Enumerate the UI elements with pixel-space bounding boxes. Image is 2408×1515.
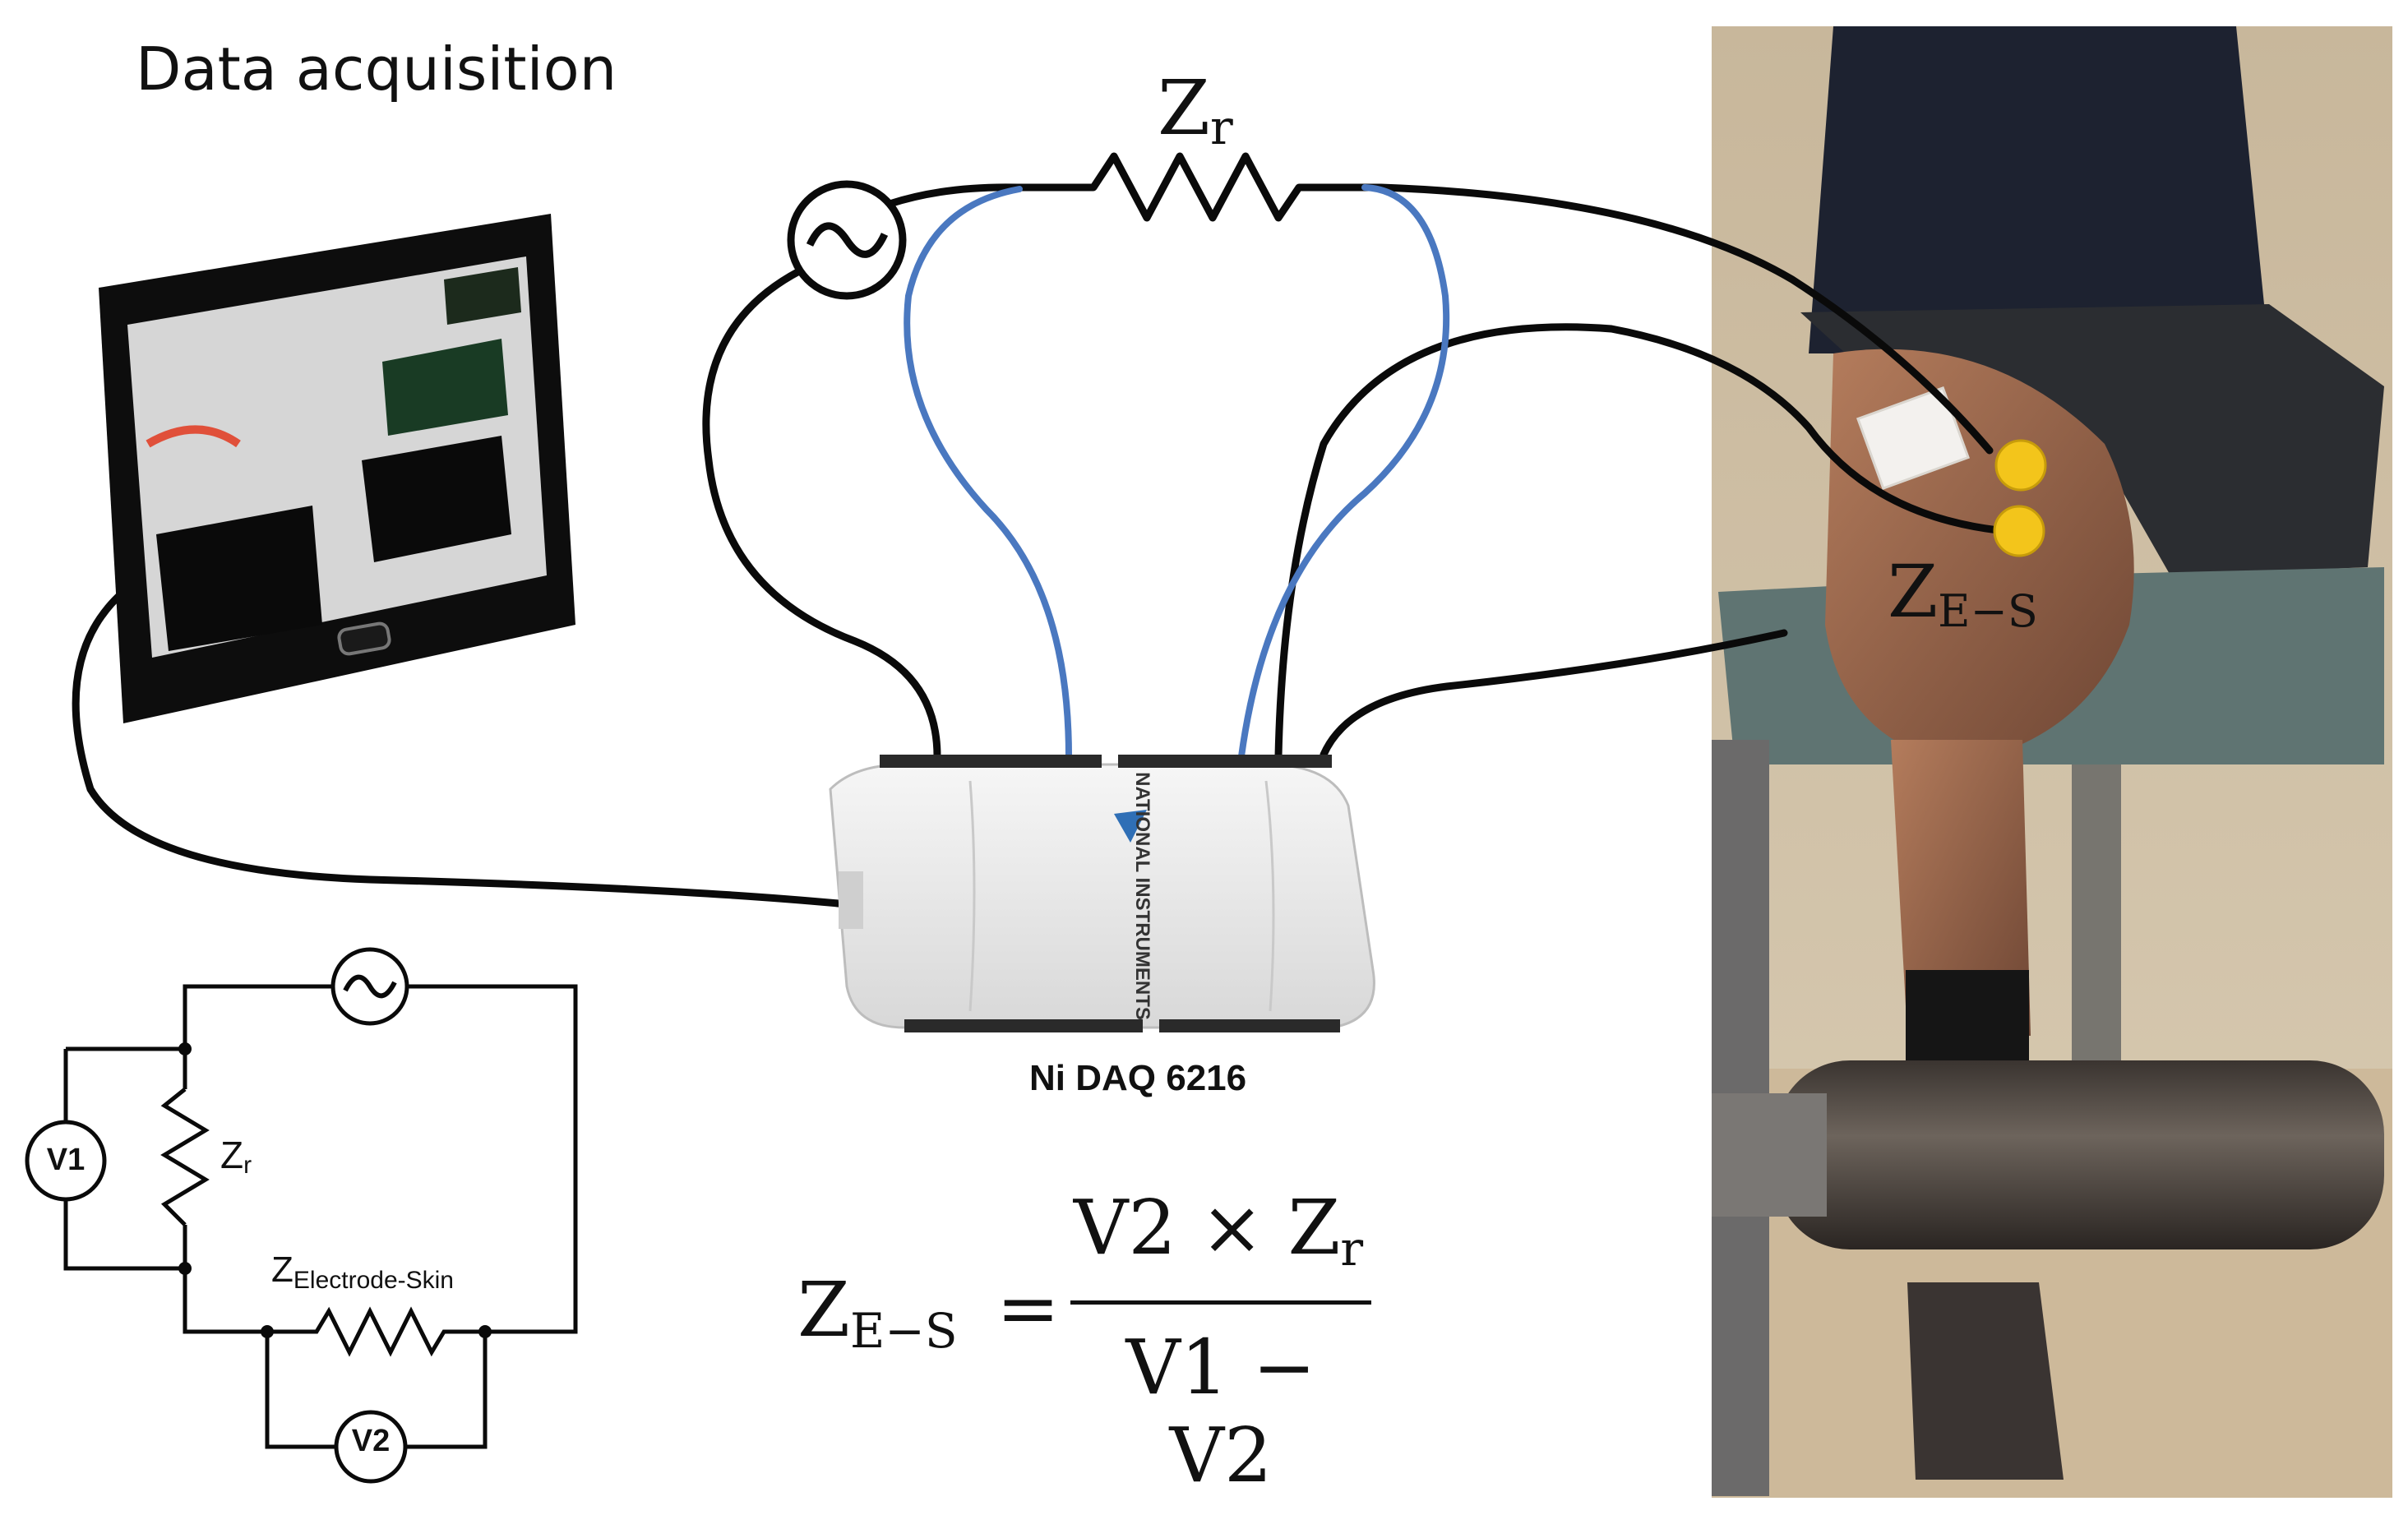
resistor-top xyxy=(1090,152,1302,222)
schematic-zr-base: Z xyxy=(220,1134,244,1176)
schematic-nodes xyxy=(178,1042,492,1338)
page-title: Data acquisition xyxy=(136,35,617,104)
schematic-v2-meter xyxy=(334,1410,408,1484)
subject-photo xyxy=(1712,26,2392,1498)
electrode-impedance-label: ZE−S xyxy=(1888,549,2038,637)
formula-equals: = xyxy=(996,1264,1061,1352)
schematic-v1-meter xyxy=(25,1120,107,1202)
black-wires xyxy=(72,183,2010,908)
ac-source-top xyxy=(787,180,907,300)
daq-caption: Ni DAQ 6216 xyxy=(1029,1058,1247,1098)
daq-device: NATIONAL INSTRUMENTS xyxy=(829,755,1375,1032)
schematic-v2-label: V2 xyxy=(351,1424,391,1458)
resistor-label-sub: r xyxy=(1209,99,1233,155)
schematic-zr-sub: r xyxy=(243,1152,252,1179)
schematic-zes-base: Z xyxy=(271,1249,293,1290)
impedance-formula: ZE−S = V2 × Zr V1 − V2 xyxy=(797,1184,1389,1499)
schematic-zr-label: Zr xyxy=(220,1133,252,1179)
formula-lhs-sub: E−S xyxy=(849,1303,958,1359)
formula-denominator: V1 − V2 xyxy=(1125,1323,1316,1499)
formula-lhs-base: Z xyxy=(797,1266,850,1354)
daq-brand-text: NATIONAL INSTRUMENTS xyxy=(1131,772,1153,1020)
electrode-upper xyxy=(1994,439,2047,492)
schematic-zes-resistor xyxy=(267,1306,485,1357)
schematic xyxy=(63,984,578,1449)
electrode-lower xyxy=(1993,505,2045,557)
schematic-zes-label: ZElectrode-Skin xyxy=(271,1249,454,1294)
schematic-ac-source xyxy=(330,947,409,1026)
schematic-v1-label: V1 xyxy=(46,1143,86,1177)
electrode-label-sub: E−S xyxy=(1938,585,2038,637)
resistor-label-base: Z xyxy=(1158,64,1210,152)
blue-wires xyxy=(904,184,1450,760)
formula-num-text: V2 × Z xyxy=(1073,1184,1341,1272)
schematic-zr-resistor xyxy=(160,1088,210,1226)
formula-lhs: ZE−S xyxy=(797,1266,958,1359)
tablet xyxy=(99,214,575,723)
electrode-label-base: Z xyxy=(1888,549,1939,634)
resistor-label: Zr xyxy=(1158,64,1233,155)
formula-numerator: V2 × Zr xyxy=(1070,1184,1366,1277)
schematic-zes-sub: Electrode-Skin xyxy=(293,1267,454,1294)
formula-num-sub: r xyxy=(1340,1221,1364,1277)
tablet-screen-panels xyxy=(146,267,521,651)
formula-fraction-bar xyxy=(1070,1300,1371,1305)
